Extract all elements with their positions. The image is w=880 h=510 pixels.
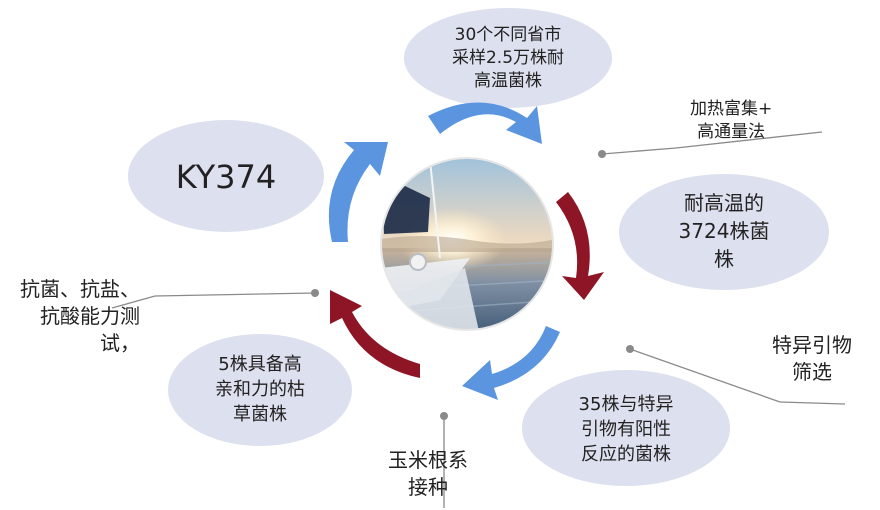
node-bottom-left-line-2: 亲和力的枯 bbox=[215, 379, 305, 400]
node-top-line-2: 采样2.5万株耐 bbox=[452, 48, 564, 68]
label-tests: 抗菌、抗盐、 抗酸能力测 试， bbox=[10, 276, 140, 357]
node-bottom-left-line-3: 草菌株 bbox=[233, 404, 287, 425]
label-primer-screen: 特异引物 筛选 bbox=[772, 332, 852, 386]
arrow-red-left bbox=[330, 290, 420, 378]
leader-lines bbox=[111, 131, 846, 508]
leader-dots bbox=[311, 150, 634, 420]
label-primer-screen-line-2: 筛选 bbox=[792, 360, 832, 384]
ellipse-center-left bbox=[128, 120, 324, 232]
node-top-line-1: 30个不同省市 bbox=[455, 25, 562, 45]
arrow-red-right bbox=[556, 192, 604, 300]
arrow-blue-bottom bbox=[462, 326, 560, 400]
arrow-blue-left bbox=[328, 142, 388, 242]
ellipse-bottom-right bbox=[522, 370, 730, 486]
node-bottom-left-line-1: 5株具备高 bbox=[218, 354, 301, 375]
label-enrich: 加热富集+ 高通量法 bbox=[690, 98, 772, 144]
arrow-blue-top bbox=[428, 102, 542, 144]
label-corn-inoculation-line-2: 接种 bbox=[408, 475, 448, 499]
node-right-line-3: 株 bbox=[714, 247, 734, 271]
node-bottom-right-line-3: 反应的菌株 bbox=[581, 444, 671, 465]
label-tests-line-1: 抗菌、抗盐、 bbox=[20, 277, 140, 301]
label-corn-inoculation: 玉米根系 接种 bbox=[388, 447, 468, 501]
label-primer-screen-line-1: 特异引物 bbox=[772, 333, 852, 357]
label-corn-inoculation-line-1: 玉米根系 bbox=[388, 448, 468, 472]
ellipse-top bbox=[404, 8, 612, 108]
label-enrich-line-2: 高通量法 bbox=[697, 121, 766, 142]
node-bottom-right-line-1: 35株与特异 bbox=[579, 394, 674, 415]
label-tests-line-2: 抗酸能力测 bbox=[40, 304, 140, 328]
center-photo bbox=[380, 157, 554, 331]
node-right-line-1: 耐高温的 bbox=[684, 191, 764, 215]
node-top-line-3: 高温菌株 bbox=[474, 71, 542, 91]
label-enrich-line-1: 加热富集+ bbox=[690, 99, 773, 119]
node-right-line-2: 3724株菌 bbox=[679, 219, 770, 243]
ellipse-bottom-left bbox=[168, 334, 352, 446]
node-bottom-right-line-2: 引物有阳性 bbox=[581, 419, 671, 440]
node-center-left-label: KY374 bbox=[176, 158, 276, 196]
ellipse-right bbox=[619, 174, 829, 290]
label-tests-line-3: 试， bbox=[100, 331, 140, 355]
